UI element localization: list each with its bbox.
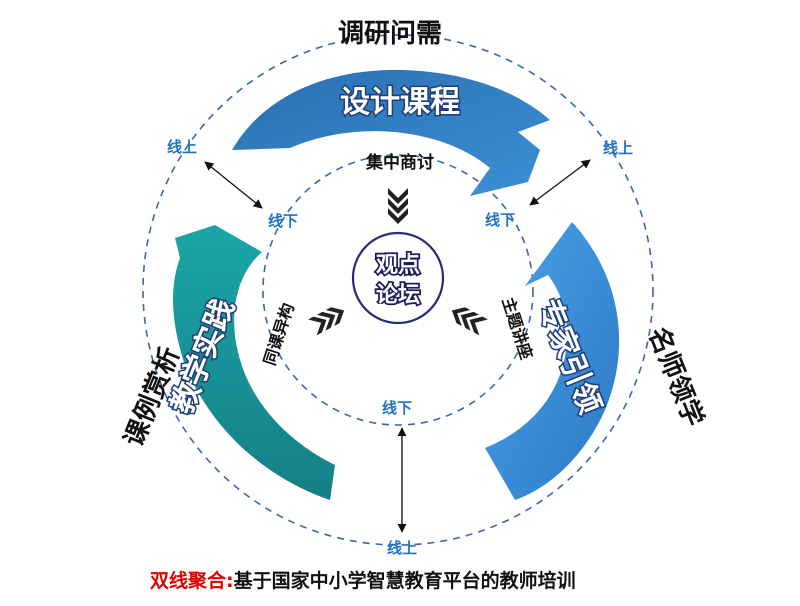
center-circle xyxy=(351,231,445,325)
outer-title-right: 名师领学 xyxy=(642,323,710,431)
center-label-line2: 论坛 xyxy=(376,282,420,308)
outer-dashed-circle xyxy=(142,34,654,546)
footer-highlight: 双线聚合: xyxy=(150,570,234,592)
online-label-top-left: 线上 xyxy=(167,138,197,156)
footer-caption: 双线聚合:基于国家中小学智慧教育平台的教师培训 xyxy=(150,566,750,596)
connector-top-left xyxy=(204,161,263,209)
center-label-line1: 观点 xyxy=(376,252,420,278)
offline-label-left: 线下 xyxy=(268,212,298,230)
left-arrow-shape xyxy=(173,225,335,500)
chevrons-right xyxy=(451,307,488,336)
right-arrow-shape xyxy=(485,222,620,500)
inner-dashed-circle xyxy=(262,154,534,426)
top-arrow-shape xyxy=(232,69,550,196)
offline-label-right: 线下 xyxy=(485,211,515,229)
inner-activity-top: 集中商讨 xyxy=(365,152,434,173)
outer-title-top: 调研问需 xyxy=(338,19,442,49)
inner-activity-right: 主题讲座 xyxy=(498,295,536,362)
top-arrow-label: 设计课程 xyxy=(340,85,460,120)
inner-activity-left: 同课异构 xyxy=(260,301,298,368)
chevrons-top xyxy=(388,188,408,224)
connector-top-right xyxy=(529,159,591,206)
chevrons-left xyxy=(308,307,345,336)
online-label-bottom: 线上 xyxy=(387,539,417,557)
offline-label-bottom: 线下 xyxy=(382,399,412,417)
footer-text: 基于国家中小学智慧教育平台的教师培训 xyxy=(233,570,576,592)
online-label-top-right: 线上 xyxy=(603,139,633,157)
